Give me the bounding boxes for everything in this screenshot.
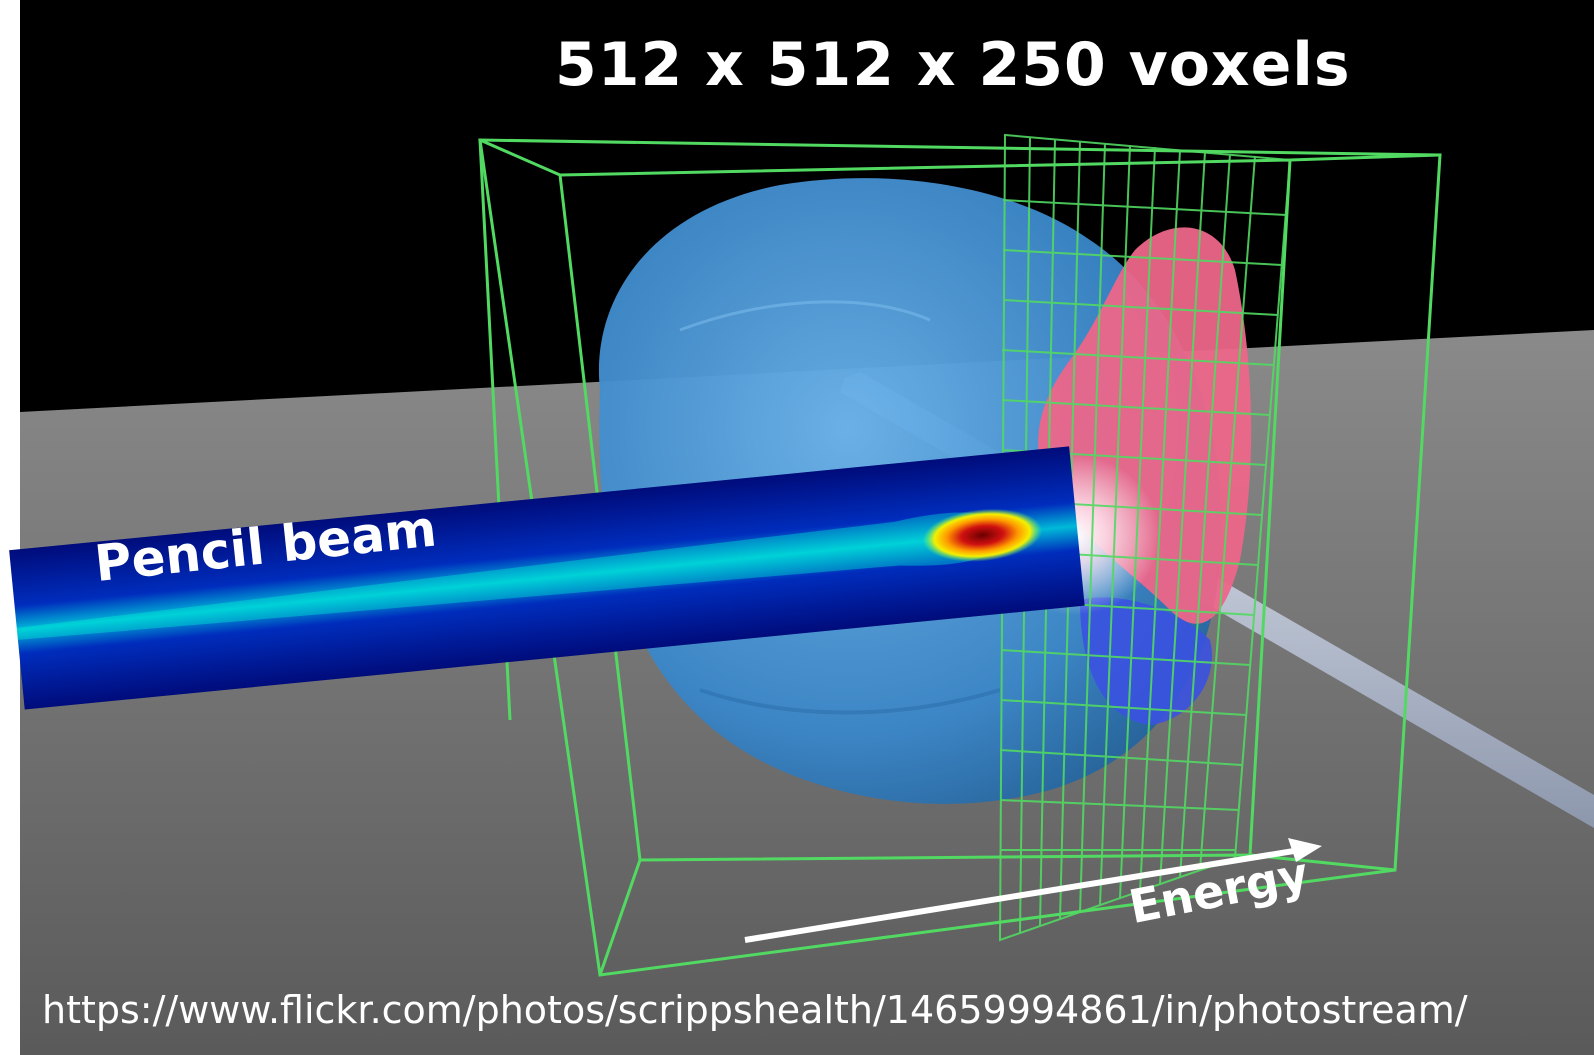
pencil-beam-panel — [9, 446, 1085, 710]
source-url-caption: https://www.flickr.com/photos/scrippshea… — [42, 988, 1468, 1032]
voxel-grid — [998, 133, 1292, 942]
bragg-peak — [922, 508, 1043, 562]
energy-arrow-icon — [744, 838, 1322, 943]
volume-dimensions-title: 512 x 512 x 250 voxels — [555, 30, 1351, 100]
